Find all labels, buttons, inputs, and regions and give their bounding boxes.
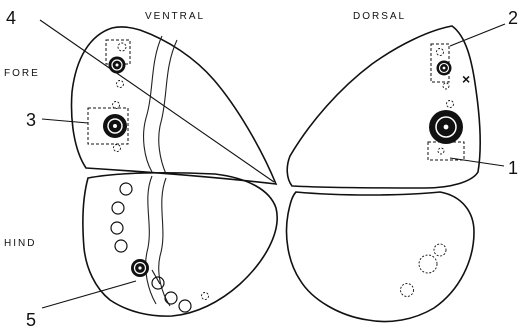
- callout-5: 5: [26, 310, 36, 330]
- callout-3-line: [42, 119, 88, 123]
- hindwing-spot: [152, 277, 164, 289]
- eyespot-2-pupil: [443, 67, 446, 70]
- eyespot-3-pupil: [113, 124, 117, 128]
- dorsal-label: DORSAL: [353, 11, 406, 22]
- satellite-spot: [118, 43, 126, 51]
- dorsal-hindwing-spot: [419, 255, 437, 273]
- ventral-hindwing-line-outer: [159, 178, 170, 306]
- ventral-forewing-line-outer: [159, 40, 177, 174]
- callout-3: 3: [26, 110, 36, 130]
- eyespot-1-box: [428, 142, 464, 160]
- callout-4: 4: [6, 8, 16, 28]
- fore-label: FORE: [4, 68, 40, 79]
- callout-2: 2: [508, 8, 518, 28]
- hindwing-spot: [111, 222, 123, 234]
- callout-1-line: [450, 158, 504, 166]
- satellite-spot: [447, 101, 454, 108]
- hindwing-spot: [179, 300, 191, 312]
- eyespot-4-pupil: [116, 64, 119, 67]
- dorsal-hindwing: [287, 192, 475, 322]
- satellite-spot: [117, 81, 124, 88]
- x-marker: ×: [462, 71, 470, 87]
- ventral-label: VENTRAL: [145, 11, 205, 22]
- satellite-spot: [438, 148, 444, 154]
- hindwing-spot: [165, 292, 177, 304]
- callout-1: 1: [508, 158, 518, 178]
- hindwing-spot: [115, 240, 127, 252]
- ventral-forewing: [72, 27, 276, 184]
- callout-5-line: [42, 281, 136, 308]
- hindwing-spot: [120, 183, 132, 195]
- ventral-hindwing: [83, 173, 277, 316]
- satellite-spot: [443, 83, 449, 89]
- satellite-spot: [113, 102, 120, 109]
- eyespot-5-pupil: [138, 266, 141, 269]
- eyespot-1-pupil: [444, 125, 449, 130]
- callout-4-line: [40, 20, 274, 182]
- hindwing-spot: [112, 202, 124, 214]
- dorsal-hindwing-spot: [434, 244, 446, 256]
- hindwing-dotted-spot: [202, 293, 209, 300]
- hind-label: HIND: [4, 238, 36, 249]
- callout-2-line: [450, 24, 505, 46]
- ventral-hindwing-line-inner: [146, 176, 156, 304]
- dorsal-hindwing-spot: [401, 284, 414, 297]
- satellite-spot: [437, 49, 444, 56]
- satellite-spot: [114, 145, 121, 152]
